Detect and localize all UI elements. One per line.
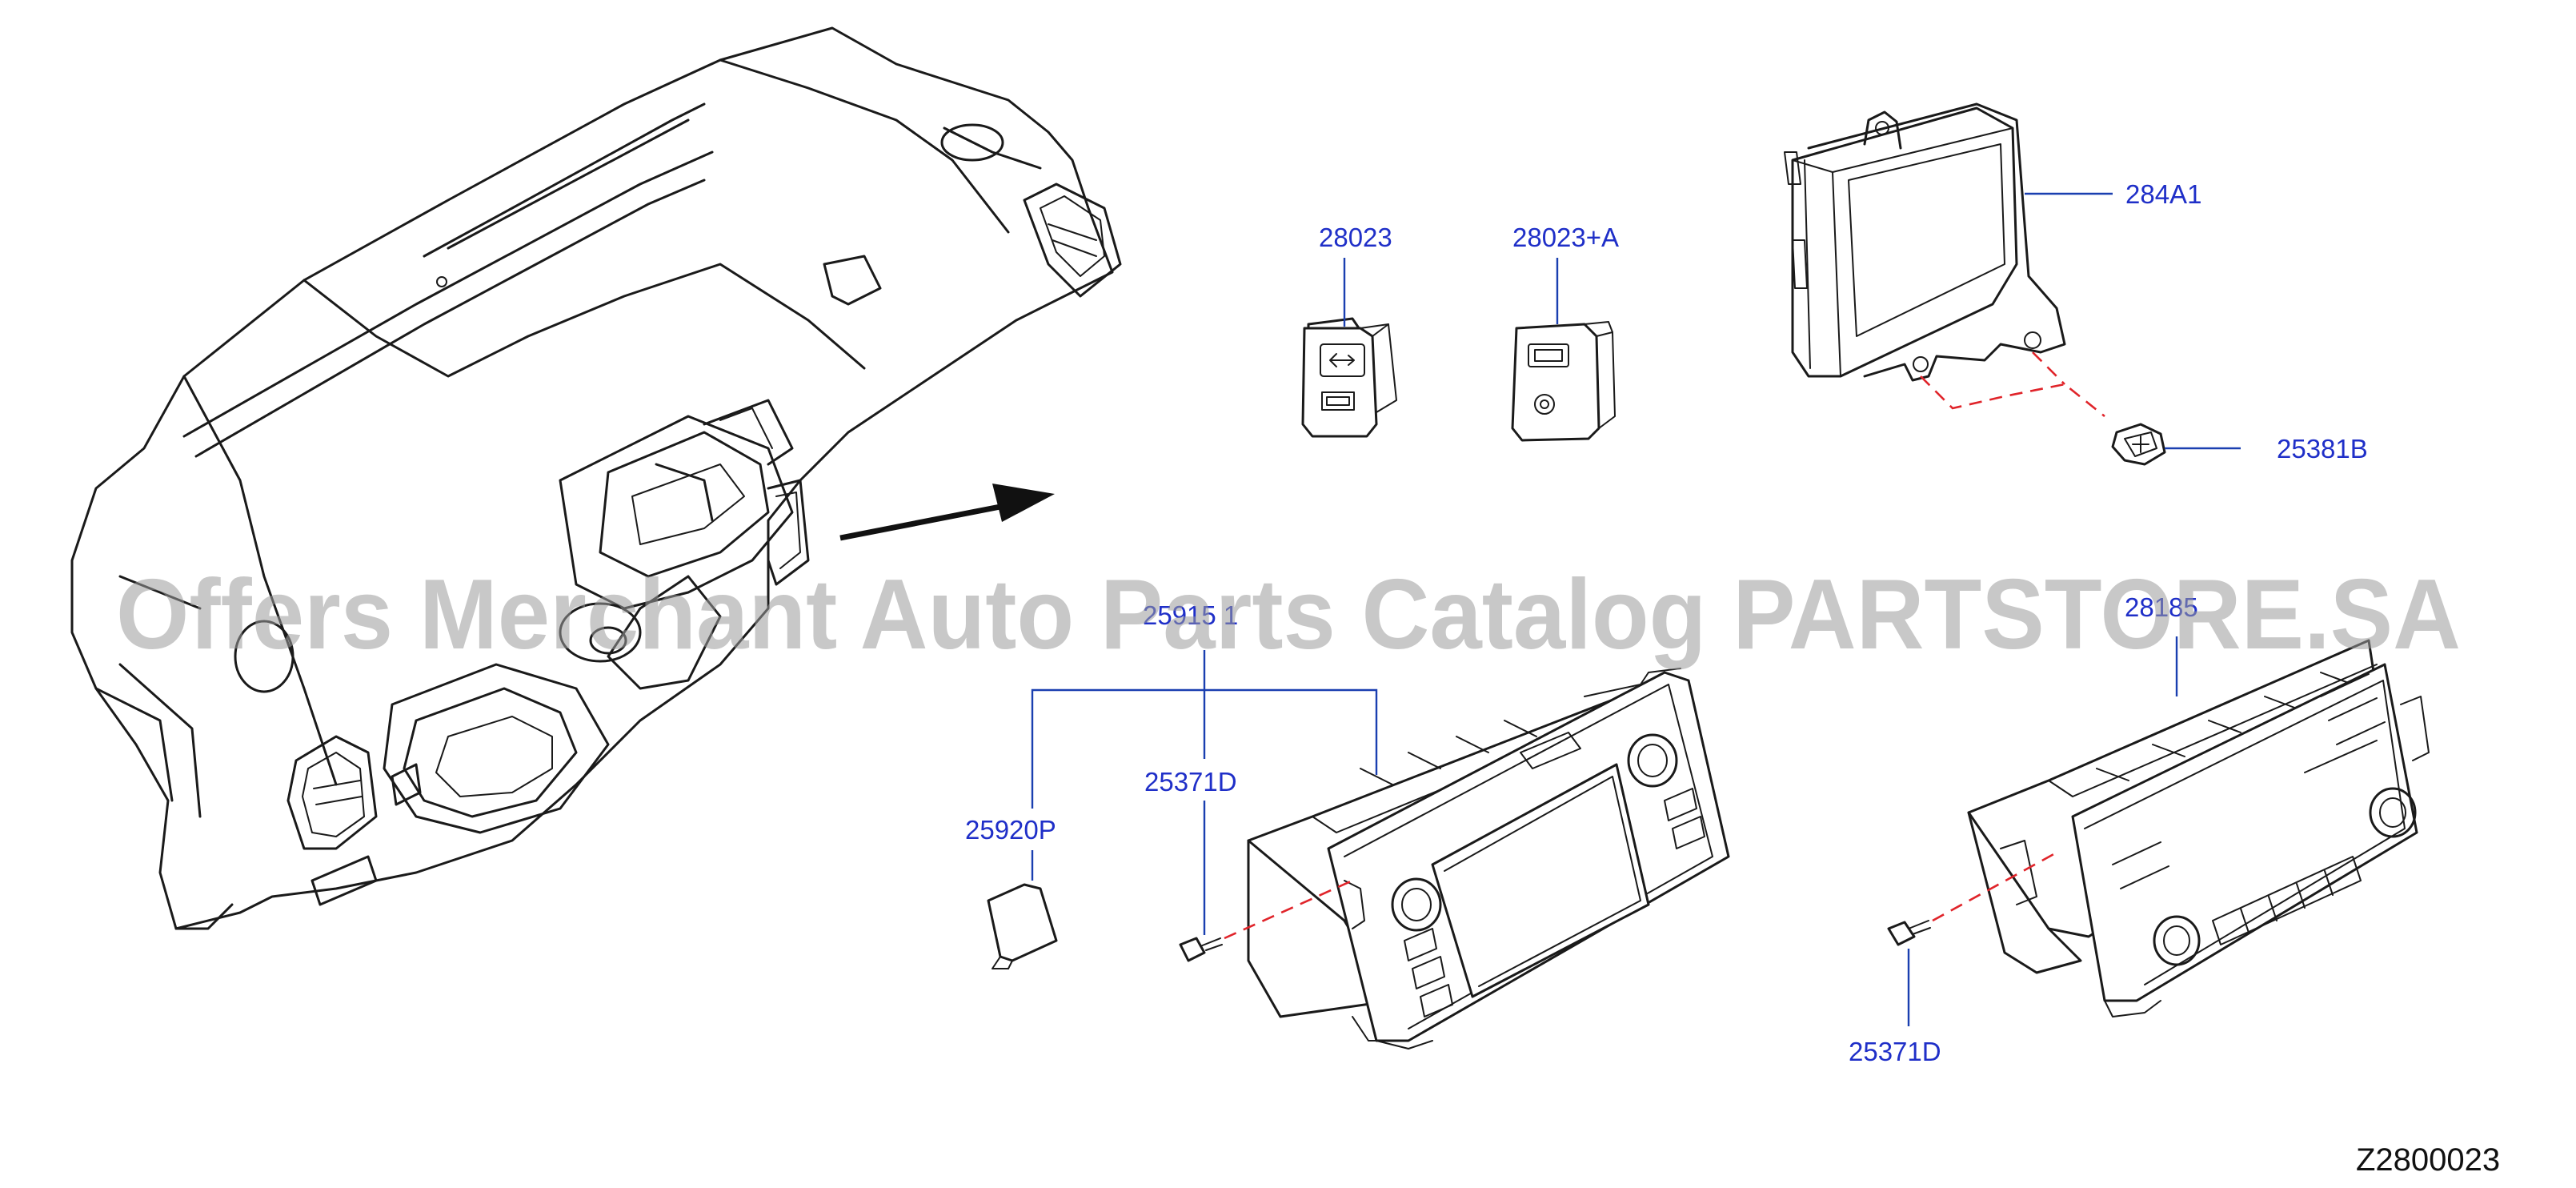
callout-25371d-right: 25371D	[1849, 1037, 1941, 1066]
diagram-reference-code: Z2800023	[2356, 1142, 2500, 1178]
hidden-line-screw-left	[1224, 879, 1353, 940]
usb-jack-28023	[1301, 317, 1397, 438]
callout-28023: 28023	[1319, 223, 1392, 252]
watermark-text: Offers Merchant Auto Parts Catalog PARTS…	[116, 560, 2461, 670]
callout-25371d-left: 25371D	[1144, 767, 1237, 797]
hidden-line-screw-right	[1932, 851, 2057, 922]
navigation-head-unit	[1247, 668, 1730, 1050]
pointer-arrow	[839, 484, 1055, 541]
callout-25381b: 25381B	[2277, 434, 2368, 464]
audio-head-unit	[1967, 639, 2430, 1017]
leader-lines	[1031, 192, 2241, 1026]
callout-28023a: 28023+A	[1512, 223, 1619, 252]
screw-25371d-right	[1887, 920, 1931, 946]
callout-25920p: 25920P	[965, 815, 1056, 845]
callout-284a1: 284A1	[2125, 179, 2201, 209]
hidden-line-nut	[1920, 375, 2105, 418]
control-unit-284a1	[1784, 102, 2066, 382]
screw-25371d-left	[1179, 937, 1223, 962]
instrument-panel-drawing	[70, 26, 1122, 930]
nut-25381b	[2111, 423, 2166, 466]
sd-card-25920p	[987, 883, 1058, 969]
callout-25915: 25915 1	[1143, 600, 1238, 630]
callout-28185: 28185	[2125, 592, 2198, 622]
usb-aux-jack-28023a	[1511, 321, 1616, 442]
